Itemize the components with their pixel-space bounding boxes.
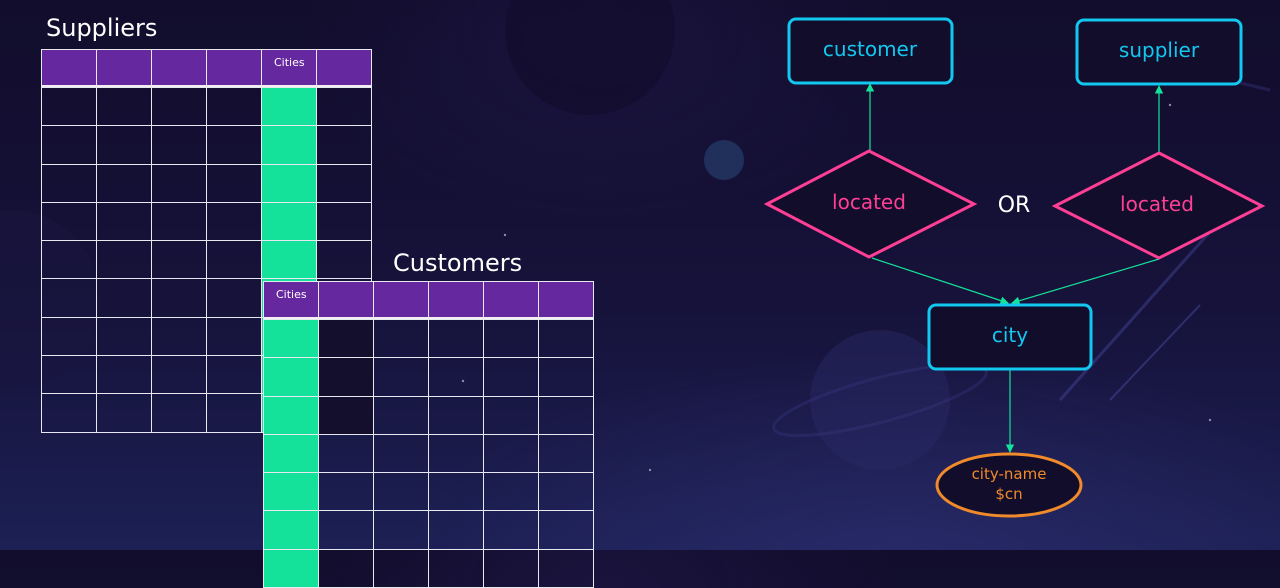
attribute-city-name-label: city-name — [972, 465, 1047, 483]
planet-small — [704, 140, 744, 180]
table-header-cell — [41, 49, 97, 88]
table-header-cell — [206, 49, 262, 88]
table-header-cell — [151, 49, 207, 88]
star — [1208, 418, 1212, 422]
attribute-variable-label: $cn — [995, 485, 1022, 503]
table-cell — [263, 510, 319, 550]
er-diagram: customer supplier city located located O… — [763, 17, 1266, 518]
table-cell — [261, 87, 317, 127]
comet-streak-2 — [1109, 304, 1201, 401]
table-cell — [263, 548, 319, 588]
table-cell — [538, 548, 594, 588]
space-background — [0, 0, 1271, 472]
star — [503, 233, 507, 237]
table-cell — [483, 548, 539, 588]
planet-bottom — [810, 330, 950, 470]
planet-left — [0, 210, 100, 390]
entity-supplier-label: supplier — [1119, 38, 1200, 62]
star — [648, 468, 652, 472]
relationship-supplier-located[interactable]: located — [1051, 151, 1266, 260]
table-header-cell — [538, 281, 594, 320]
table-cell — [263, 357, 319, 397]
table-cell — [318, 395, 374, 435]
entity-supplier[interactable]: supplier — [1075, 18, 1243, 86]
suppliers-table-title: Suppliers — [46, 14, 158, 42]
table-header-label: Cities — [274, 56, 305, 69]
table-header-label: Cities — [276, 288, 307, 301]
table-header-cell — [316, 49, 372, 88]
customers-table: Cities — [263, 281, 594, 588]
planet-top — [505, 0, 675, 115]
entity-customer-box — [787, 17, 954, 85]
entity-supplier-box — [1075, 18, 1243, 86]
relationship-supplier-located-label: located — [1120, 192, 1194, 216]
table-header-cell — [428, 281, 484, 320]
attribute-city-name-ellipse — [935, 452, 1083, 518]
customers-table-title: Customers — [393, 249, 523, 277]
star — [1168, 103, 1172, 107]
table-header-cell — [483, 281, 539, 320]
attribute-city-name[interactable]: city-name $cn — [935, 452, 1083, 518]
table-cell — [373, 548, 429, 588]
table-cell — [263, 472, 319, 512]
relationship-customer-located[interactable]: located — [763, 149, 978, 259]
star — [461, 379, 465, 383]
table-header-cell — [373, 281, 429, 320]
relationship-customer-located-label: located — [832, 190, 906, 214]
entity-city-label: city — [992, 323, 1028, 347]
line-customer-located-to-city — [871, 257, 1009, 305]
table-cell — [261, 125, 317, 165]
entity-city-box — [927, 303, 1093, 371]
line-supplier-located-to-city — [1011, 258, 1160, 305]
entity-city[interactable]: city — [927, 303, 1093, 371]
table-cell — [318, 319, 374, 359]
entity-customer-label: customer — [823, 37, 918, 61]
table-cell — [318, 548, 374, 588]
relationship-supplier-located-diamond — [1051, 151, 1266, 260]
entity-customer[interactable]: customer — [787, 17, 954, 85]
table-header-cell — [96, 49, 152, 88]
table-cell — [263, 319, 319, 359]
table-header-cell: Cities — [263, 281, 319, 320]
or-connector: OR — [998, 193, 1031, 218]
planet-ring — [772, 362, 988, 438]
table-cell — [428, 548, 484, 588]
relationship-customer-located-diamond — [763, 149, 978, 259]
